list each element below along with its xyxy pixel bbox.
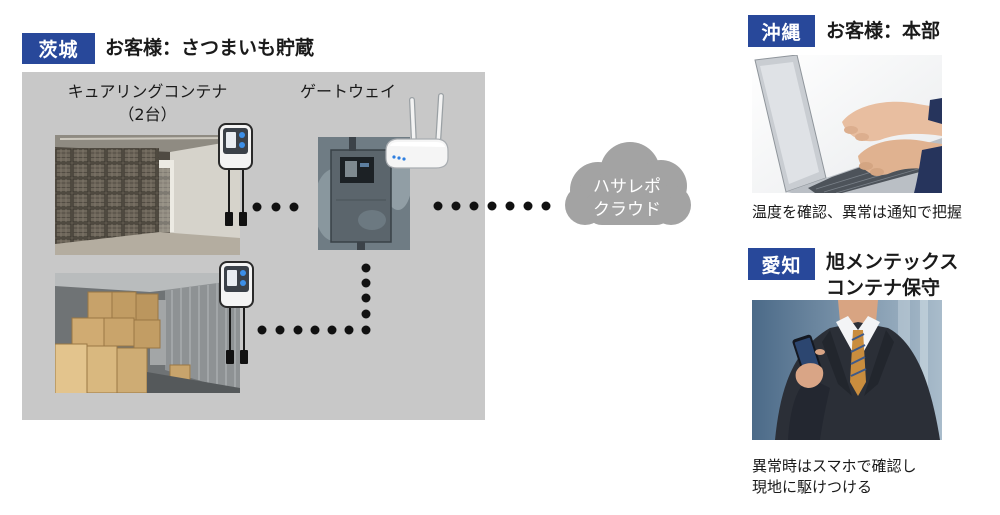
cloud-label-line1: ハサレポ [593, 177, 661, 197]
curing-container-photo [55, 135, 240, 255]
ibaraki-customer-label: お客様：さつまいも貯蔵 [105, 37, 315, 59]
aichi-caption-line2: 現地に駆けつける [752, 478, 873, 496]
curing-container-label: キュアリングコンテナ [67, 82, 228, 101]
businessman-smartphone-photo [752, 300, 942, 440]
office-laptop-photo [752, 55, 942, 193]
connector-dot [344, 325, 354, 335]
okinawa-customer-label: お客様：本部 [826, 20, 941, 42]
connector-dot [361, 293, 371, 303]
cloud-label-line2: クラウド [593, 200, 661, 220]
connector-dot [451, 201, 461, 211]
connector-dot [361, 263, 371, 273]
aichi-company-line1: 旭メンテックス [826, 251, 959, 273]
connector-dot [523, 201, 533, 211]
connector-dot [361, 325, 371, 335]
connector-dot [257, 325, 267, 335]
connector-dot [361, 309, 371, 319]
curing-container-count: （2台） [118, 105, 177, 124]
site-tag-aichi: 愛知 [748, 248, 815, 280]
aichi-caption-line1: 異常時はスマホで確認し [752, 457, 917, 475]
connector-gateway-to-cloud [433, 201, 551, 211]
connector-dot [361, 278, 371, 288]
wireless-router-icon [385, 93, 449, 169]
site-tag-okinawa: 沖縄 [748, 15, 815, 47]
gateway-label: ゲートウェイ [300, 82, 397, 101]
connector-dot [327, 325, 337, 335]
connector-sensor1-to-gateway [252, 202, 299, 212]
connector-dot [487, 201, 497, 211]
connector-dot [469, 201, 479, 211]
connector-dot [433, 201, 443, 211]
gateway-enclosure-photo [318, 137, 410, 250]
connector-dot [310, 325, 320, 335]
connector-dot [505, 201, 515, 211]
connector-dot [271, 202, 281, 212]
site-tag-ibaraki: 茨城 [22, 33, 95, 64]
connector-dot [275, 325, 285, 335]
connector-dot [252, 202, 262, 212]
temperature-sensor-icon [219, 261, 254, 364]
connector-sensor2-to-gateway [257, 263, 371, 335]
aichi-company-line2: コンテナ保守 [826, 277, 941, 299]
storage-boxes-photo [55, 273, 240, 393]
cloud-icon [565, 142, 691, 225]
okinawa-caption: 温度を確認、異常は通知で把握 [752, 203, 963, 221]
connector-dot [293, 325, 303, 335]
connector-dot [541, 201, 551, 211]
connector-dot [289, 202, 299, 212]
temperature-sensor-icon [218, 123, 253, 226]
